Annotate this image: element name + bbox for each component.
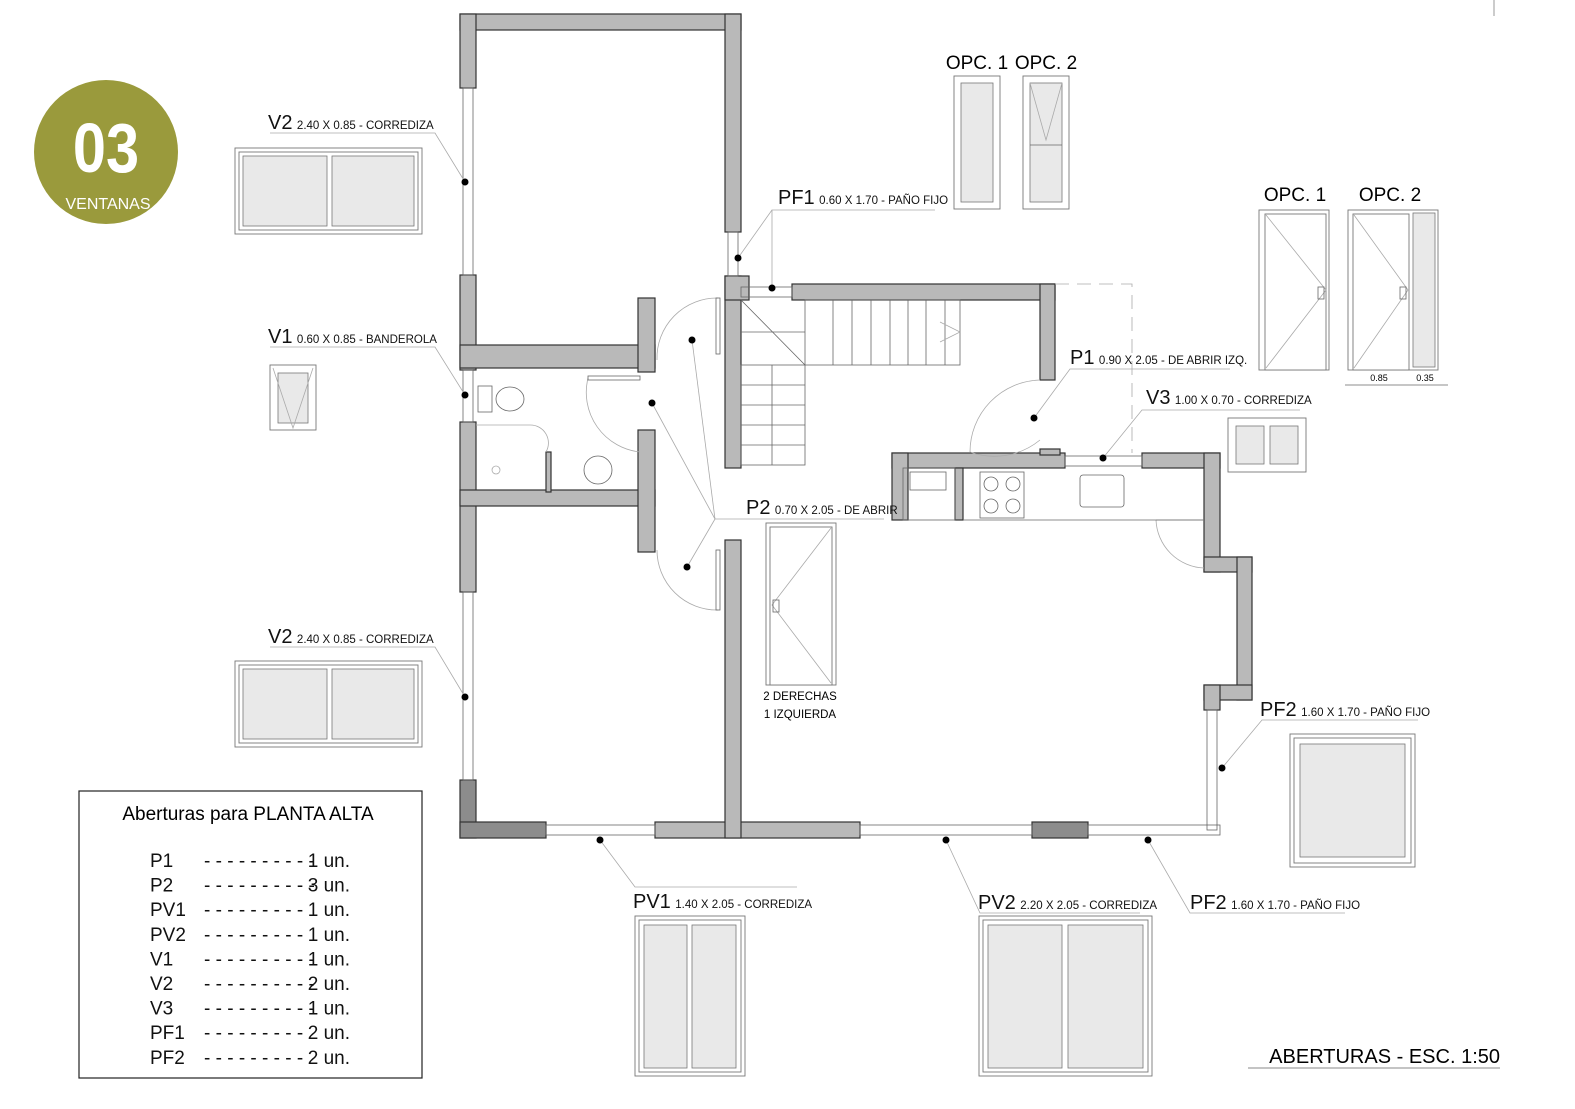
stove-icon xyxy=(979,471,1025,519)
elevation-v1 xyxy=(269,364,317,431)
legend-item-code: PV2 xyxy=(150,925,186,946)
legend-item-qty: 1 un. xyxy=(308,851,350,872)
section-badge: 03 VENTANAS xyxy=(34,80,178,224)
badge-circle xyxy=(34,80,178,224)
legend-item-code: PV1 xyxy=(150,900,186,921)
kitchen-sink-icon xyxy=(1079,474,1125,508)
elevation-pf1-options: OPC. 1 OPC. 2 xyxy=(946,53,1077,210)
legend-item-code: P1 xyxy=(150,851,173,872)
label-v3: V3 1.00 X 0.70 - CORREDIZA xyxy=(1146,387,1312,409)
badge-number: 03 xyxy=(73,108,139,187)
label-pf1: PF1 0.60 X 1.70 - PAÑO FIJO xyxy=(778,187,948,209)
sink-icon xyxy=(583,455,613,485)
legend-item-qty: 3 un. xyxy=(308,876,350,897)
legend-box: Aberturas para PLANTA ALTA P1 - - - - - -… xyxy=(78,790,423,1079)
p2-note-line1: 2 DERECHAS xyxy=(763,691,837,703)
pf1-opc1-label: OPC. 1 xyxy=(946,53,1008,74)
label-pf2-bottom: PF2 1.60 X 1.70 - PAÑO FIJO xyxy=(1190,892,1360,914)
walls xyxy=(459,13,1253,839)
fixtures xyxy=(477,385,1204,521)
legend-item-qty: 2 un. xyxy=(308,1048,350,1069)
elevation-v2-bottom xyxy=(234,660,423,748)
label-pf2-right: PF2 1.60 X 1.70 - PAÑO FIJO xyxy=(1260,699,1430,721)
sheet-title: ABERTURAS - ESC. 1:50 xyxy=(1269,1046,1500,1068)
label-pv2: PV2 2.20 X 2.05 - CORREDIZA xyxy=(978,892,1157,914)
elevation-v3 xyxy=(1227,417,1307,473)
label-p1: P1 0.90 X 2.05 - DE ABRIR IZQ. xyxy=(1070,347,1247,369)
legend-title: Aberturas para PLANTA ALTA xyxy=(122,804,374,825)
legend-item-qty: 2 un. xyxy=(308,1023,350,1044)
p1-opc1-label: OPC. 1 xyxy=(1264,185,1326,206)
legend-item-dashes: - - - - - - - - - xyxy=(204,1048,303,1069)
legend-item-code: V3 xyxy=(150,999,173,1020)
badge-label: VENTANAS xyxy=(65,196,150,213)
legend-item-qty: 1 un. xyxy=(308,925,350,946)
legend-item-code: V2 xyxy=(150,974,173,995)
elevation-pv2 xyxy=(978,915,1153,1077)
legend-item-dashes: - - - - - - - - - - xyxy=(204,999,315,1020)
elevation-pf2 xyxy=(1289,733,1416,868)
legend-item-dashes: - - - - - - - - - xyxy=(204,1023,303,1044)
leader-lines xyxy=(270,132,1418,914)
elevation-p2: 2 DERECHAS 1 IZQUIERDA xyxy=(763,522,837,721)
legend-item-dashes: - - - - - - - - - - xyxy=(204,851,315,872)
p1-dim-side: 0.35 xyxy=(1416,373,1434,383)
toilet-icon xyxy=(477,385,493,413)
legend-item-dashes: - - - - - - - - - - xyxy=(204,974,315,995)
label-p2: P2 0.70 X 2.05 - DE ABRIR xyxy=(746,497,898,519)
legend-item-code: PF2 xyxy=(150,1048,185,1069)
elevation-p1-options: OPC. 1 OPC. 2 0.85 0.35 xyxy=(1258,185,1448,386)
legend-item-dashes: - - - - - - - - - xyxy=(204,925,303,946)
label-v2-top: V2 2.40 X 0.85 - CORREDIZA xyxy=(268,112,434,134)
legend-item-qty: 1 un. xyxy=(308,999,350,1020)
opening-labels: V2 2.40 X 0.85 - CORREDIZA V1 0.60 X 0.8… xyxy=(268,112,1430,914)
label-v1: V1 0.60 X 0.85 - BANDEROLA xyxy=(268,326,437,348)
p1-opc2-label: OPC. 2 xyxy=(1359,185,1421,206)
elevation-pv1 xyxy=(634,915,746,1077)
legend-item-dashes: - - - - - - - - - xyxy=(204,900,303,921)
legend-item-code: V1 xyxy=(150,949,173,970)
p1-dim-door: 0.85 xyxy=(1370,373,1388,383)
legend-item-qty: 1 un. xyxy=(308,900,350,921)
label-pv1: PV1 1.40 X 2.05 - CORREDIZA xyxy=(633,891,812,913)
elevation-v2-top xyxy=(234,147,423,235)
legend-item-qty: 1 un. xyxy=(308,949,350,970)
legend-item-code: P2 xyxy=(150,876,173,897)
legend-item-qty: 2 un. xyxy=(308,974,350,995)
label-v2-bottom: V2 2.40 X 0.85 - CORREDIZA xyxy=(268,626,434,648)
stairs xyxy=(740,299,961,466)
legend-item-code: PF1 xyxy=(150,1023,185,1044)
legend-item-dashes: - - - - - - - - - - xyxy=(204,949,315,970)
pf1-opc2-label: OPC. 2 xyxy=(1015,53,1077,74)
p2-note-line2: 1 IZQUIERDA xyxy=(764,709,837,721)
legend-item-dashes: - - - - - - - - - - xyxy=(204,876,315,897)
